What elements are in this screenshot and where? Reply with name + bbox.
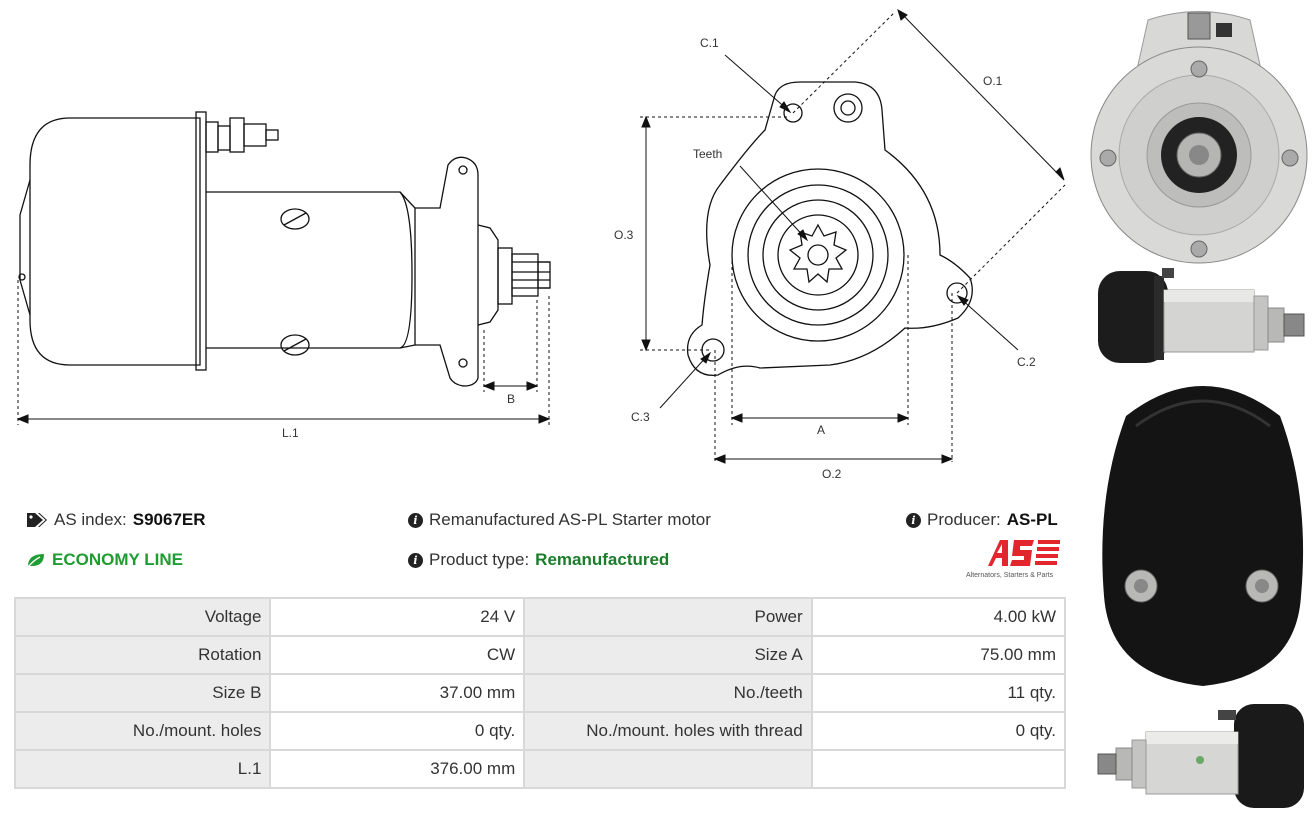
dimension-label-c1: C.1 xyxy=(700,36,719,50)
spec-value: 37.00 mm xyxy=(271,675,524,711)
dimension-label-b: B xyxy=(507,392,516,406)
spec-label: Power xyxy=(525,599,811,635)
product-photo-end-cap[interactable] xyxy=(1096,376,1310,692)
dimension-label-c3: C.3 xyxy=(631,410,650,424)
specifications-table: Voltage 24 V Power 4.00 kW Rotation CW S… xyxy=(14,597,1066,789)
table-row: L.1 376.00 mm xyxy=(16,751,1064,787)
spec-value: 24 V xyxy=(271,599,524,635)
as-pl-logo[interactable]: Alternators, Starters & Parts xyxy=(966,538,1068,584)
dimension-label-o2: O.2 xyxy=(822,467,842,481)
info-icon: i xyxy=(906,512,921,528)
producer-value[interactable]: AS-PL xyxy=(1006,510,1058,529)
spec-value: 4.00 kW xyxy=(812,599,1064,635)
spec-value xyxy=(812,751,1064,787)
spec-label: No./mount. holes with thread xyxy=(525,713,811,749)
spec-label: Size B xyxy=(16,675,270,711)
info-icon: i xyxy=(408,512,423,528)
as-index-value[interactable]: S9067ER xyxy=(132,510,206,529)
spec-label xyxy=(525,751,811,787)
dimension-label-o3: O.3 xyxy=(614,228,634,242)
product-type-row: i Product type: Remanufactured xyxy=(408,550,669,570)
side-view-drawing xyxy=(16,111,551,425)
spec-value: 75.00 mm xyxy=(812,637,1064,673)
spec-label: Rotation xyxy=(16,637,270,673)
product-description: Remanufactured AS-PL Starter motor xyxy=(429,510,711,529)
as-pl-logo-mark xyxy=(988,540,1060,566)
spec-label: L.1 xyxy=(16,751,270,787)
product-type-label: Product type: xyxy=(429,550,530,569)
product-photo-side-reverse[interactable] xyxy=(1092,700,1310,816)
table-row: Rotation CW Size A 75.00 mm xyxy=(16,637,1064,673)
economy-line-row: ECONOMY LINE xyxy=(26,550,183,570)
economy-line-label[interactable]: ECONOMY LINE xyxy=(52,550,183,569)
table-row: No./mount. holes 0 qty. No./mount. holes… xyxy=(16,713,1064,749)
spec-value: 11 qty. xyxy=(812,675,1064,711)
dimension-label-c2: C.2 xyxy=(1017,355,1036,369)
product-photo-side[interactable] xyxy=(1092,266,1310,370)
as-index-label: AS index: xyxy=(54,510,127,529)
product-type-value: Remanufactured xyxy=(535,550,670,569)
spec-value: 0 qty. xyxy=(812,713,1064,749)
spec-label: Voltage xyxy=(16,599,270,635)
logo-tagline: Alternators, Starters & Parts xyxy=(966,572,1054,579)
spec-label: No./mount. holes xyxy=(16,713,270,749)
spec-value: 376.00 mm xyxy=(271,751,524,787)
dimension-label-teeth: Teeth xyxy=(693,147,723,161)
description-row: i Remanufactured AS-PL Starter motor xyxy=(408,510,711,530)
info-icon: i xyxy=(408,552,423,568)
product-photo-front[interactable] xyxy=(1088,5,1310,267)
dimension-label-o1: O.1 xyxy=(983,74,1003,88)
producer-label: Producer: xyxy=(927,510,1001,529)
as-index-row: AS index: S9067ER xyxy=(26,510,206,530)
spec-value: 0 qty. xyxy=(271,713,524,749)
table-row: Voltage 24 V Power 4.00 kW xyxy=(16,599,1064,635)
table-row: Size B 37.00 mm No./teeth 11 qty. xyxy=(16,675,1064,711)
tags-icon xyxy=(27,513,47,527)
spec-value: CW xyxy=(271,637,524,673)
front-view-drawing xyxy=(640,8,1066,464)
leaf-icon xyxy=(27,554,44,568)
spec-label: No./teeth xyxy=(525,675,811,711)
producer-row: i Producer: AS-PL xyxy=(906,510,1058,530)
dimension-label-l1: L.1 xyxy=(282,426,299,440)
spec-label: Size A xyxy=(525,637,811,673)
dimension-label-a: A xyxy=(817,423,826,437)
